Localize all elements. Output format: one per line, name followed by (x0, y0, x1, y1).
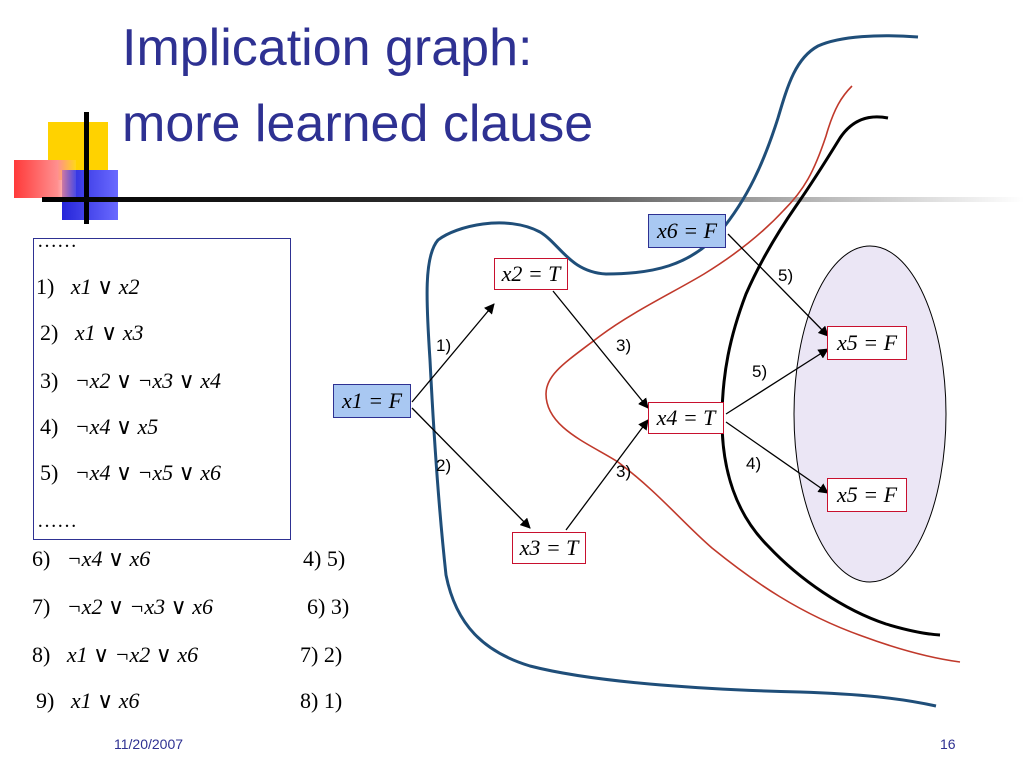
logo-red-square (14, 160, 76, 198)
learned-clause-8-source: 7) 2) (300, 642, 343, 667)
node-x2: x2 = T (494, 258, 568, 290)
learned-clause-9: 9) x1 ∨ x6 (36, 688, 140, 713)
edge-label-x1-x2: 1) (436, 336, 452, 355)
cut-curve-black (720, 115, 941, 637)
clause-ellipsis-top: …… (37, 230, 77, 252)
edge-x1-x3 (411, 407, 531, 529)
slide-title-line2: more learned clause (122, 95, 594, 153)
edge-x4-x5b (725, 421, 829, 494)
edge-label-x3-x4: 3) (616, 462, 632, 481)
edge-label-x4-x5b: 4) (746, 454, 762, 473)
node-x1: x1 = F (333, 384, 411, 418)
title-rule (42, 197, 1024, 202)
clause-ellipsis-bottom: …… (37, 510, 77, 532)
logo-vertical-bar (84, 112, 89, 224)
node-x6: x6 = F (648, 214, 726, 248)
learned-clause-9-source: 8) 1) (300, 688, 343, 713)
learned-clause-7: 7) ¬x2 ∨ ¬x3 ∨ x6 (32, 594, 214, 619)
learned-clause-7-source: 6) 3) (307, 594, 350, 619)
node-x3: x3 = T (512, 532, 586, 564)
slide-title-line1: Implication graph: (122, 19, 533, 77)
learned-clause-6: 6) ¬x4 ∨ x6 (32, 546, 151, 571)
cut-curve-red (545, 85, 961, 663)
edge-x6-x5 (727, 233, 829, 337)
edge-x3-x4 (565, 419, 649, 531)
edge-label-x2-x4: 3) (616, 336, 632, 355)
cut-curve-blue (425, 34, 937, 708)
edge-x4-x5a (725, 348, 829, 415)
learned-clause-6-source: 4) 5) (303, 546, 346, 571)
edge-x1-x2 (411, 303, 495, 403)
edge-label-x1-x3: 2) (436, 456, 452, 475)
edge-x2-x4 (552, 290, 649, 409)
edge-label-x6-x5: 5) (778, 266, 794, 285)
node-x4: x4 = T (648, 402, 724, 434)
clause-list-box (33, 238, 291, 540)
learned-clause-8: 8) x1 ∨ ¬x2 ∨ x6 (32, 642, 199, 667)
clause-3: 3) ¬x2 ∨ ¬x3 ∨ x4 (40, 368, 222, 393)
clause-1: 1) x1 ∨ x2 (36, 274, 140, 299)
clause-4: 4) ¬x4 ∨ x5 (40, 414, 159, 439)
clause-2: 2) x1 ∨ x3 (40, 320, 144, 345)
node-x5-top: x5 = F (827, 326, 907, 360)
conflict-ellipse (793, 245, 947, 583)
node-x5-bottom: x5 = F (827, 478, 907, 512)
edge-label-x4-x5a: 5) (752, 362, 768, 381)
footer-date: 11/20/2007 (114, 736, 184, 752)
clause-5: 5) ¬x4 ∨ ¬x5 ∨ x6 (40, 460, 222, 485)
footer-page-number: 16 (940, 736, 956, 752)
